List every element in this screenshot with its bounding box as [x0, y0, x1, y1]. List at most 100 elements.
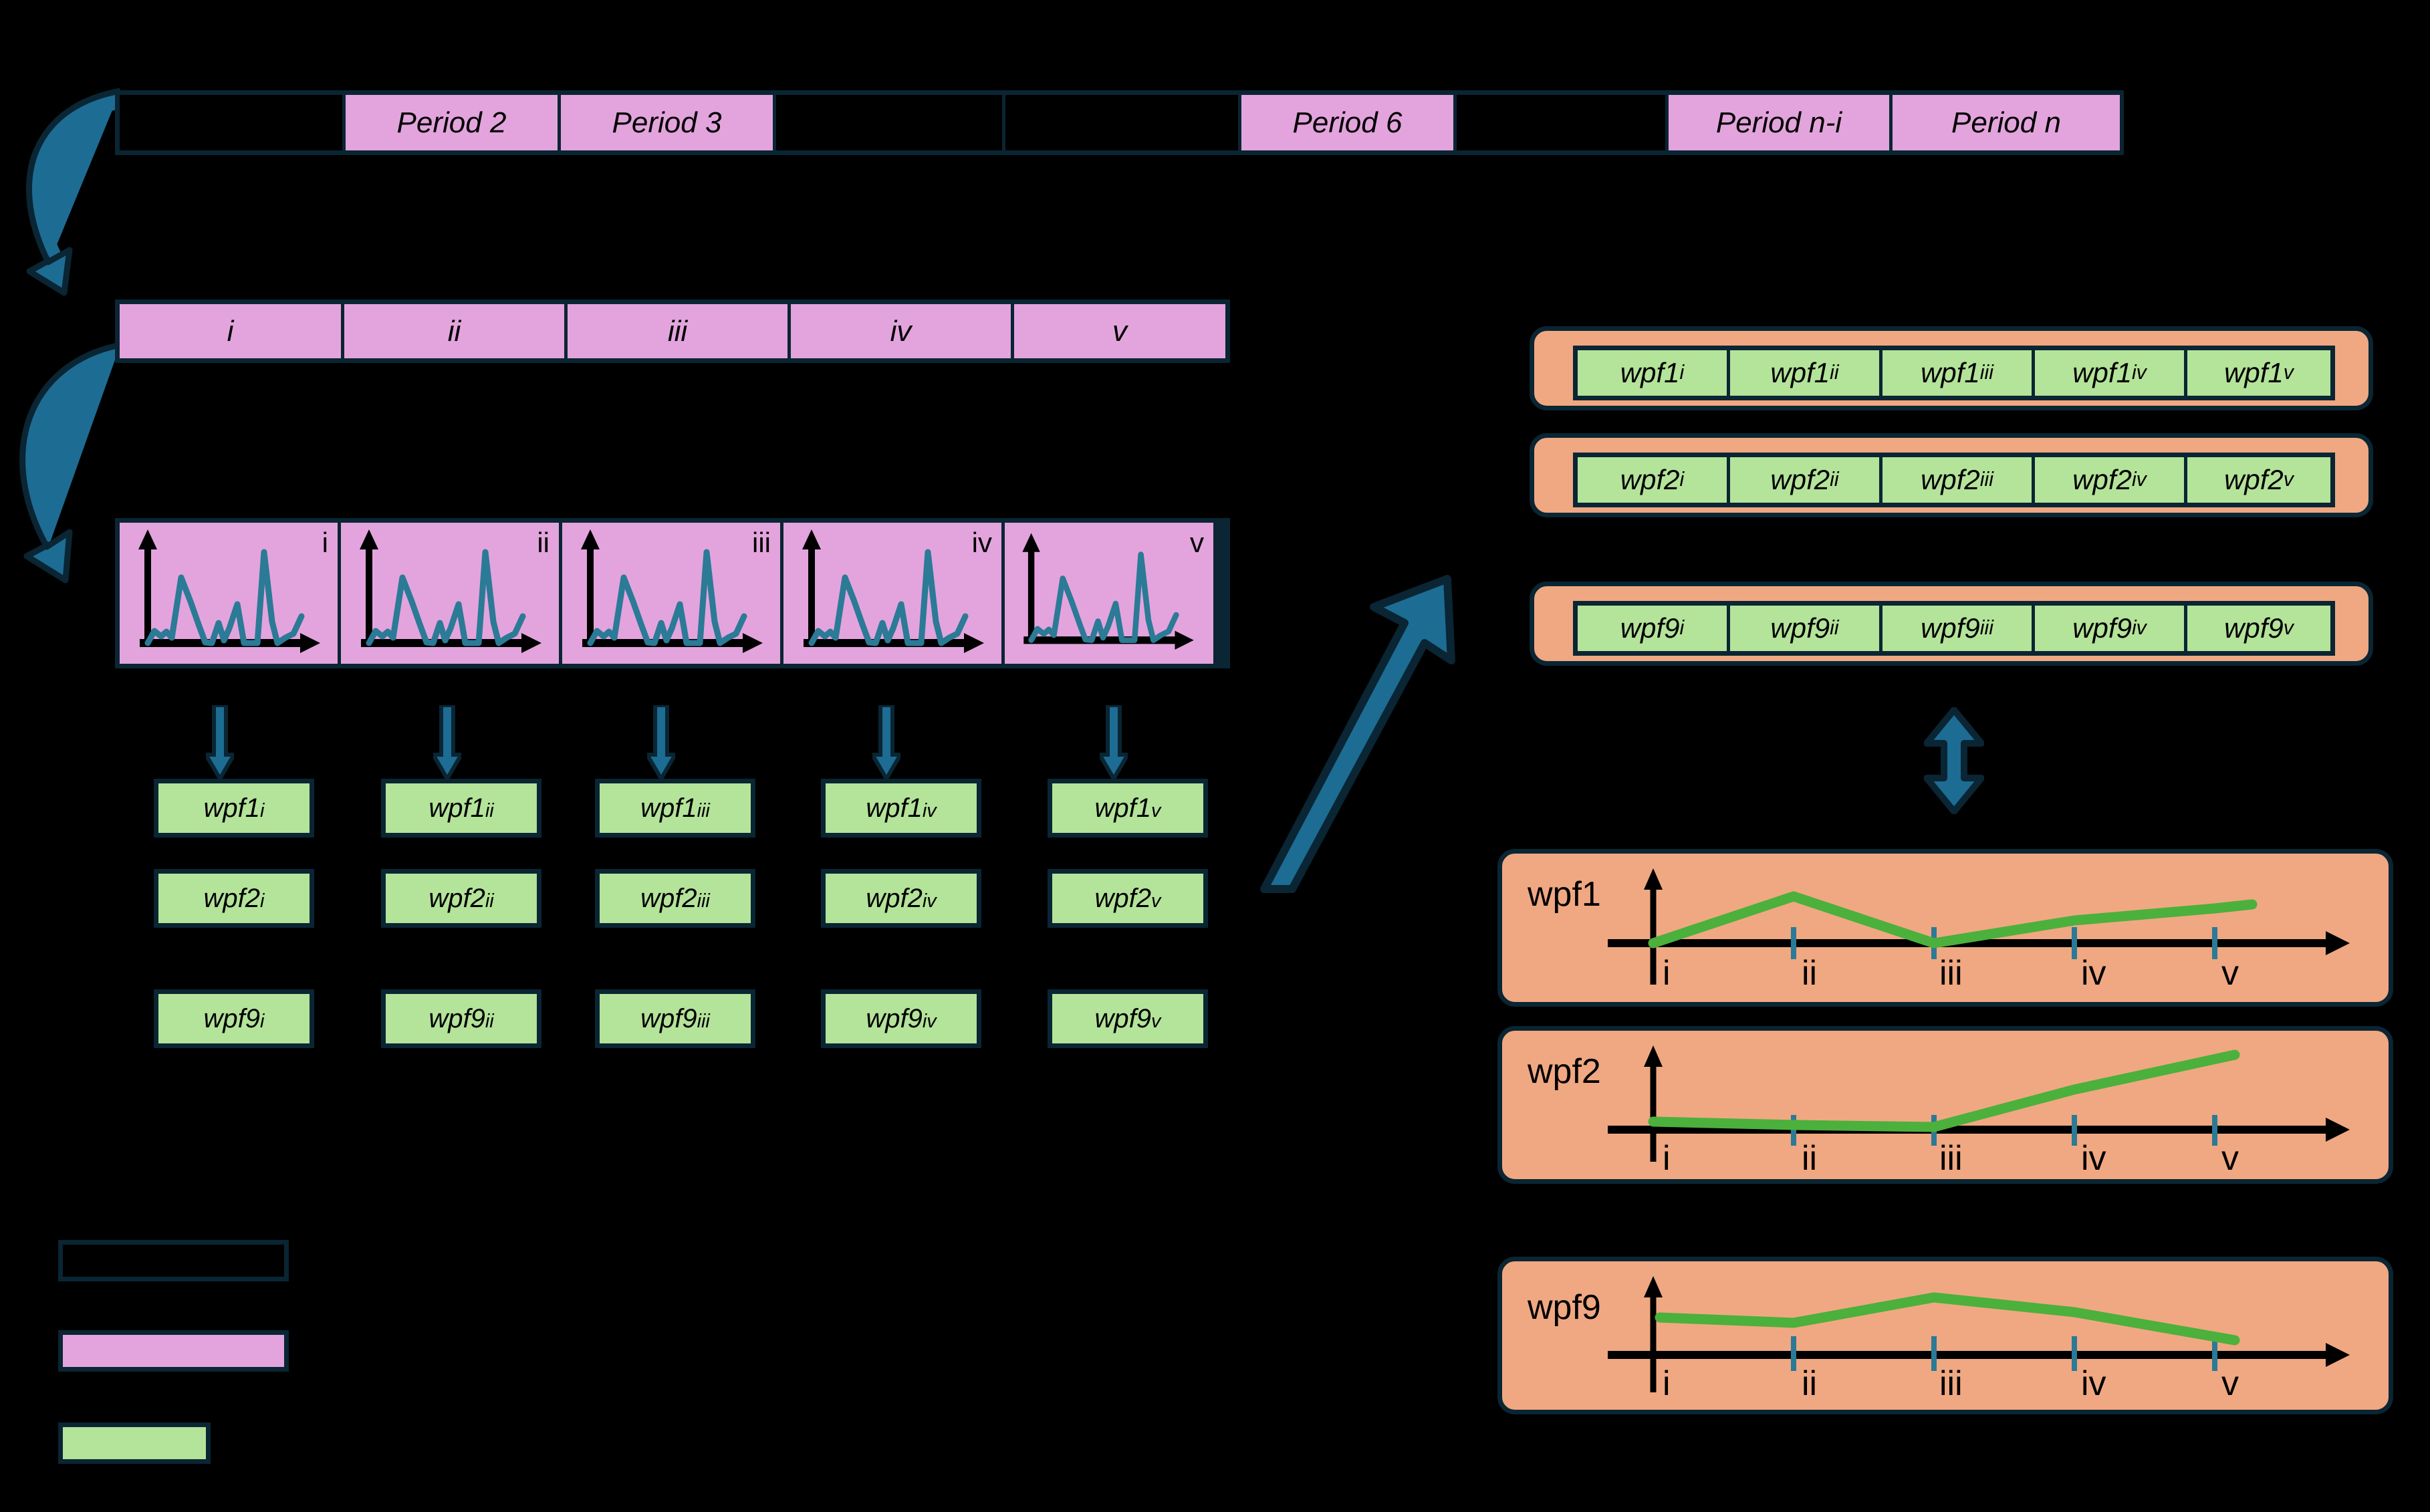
tick-label-ii: ii: [1802, 1139, 1817, 1178]
series-chart-panel-wpf1: wpf1 i ii iii iv v: [1497, 849, 2393, 1007]
chart-title-wpf1: wpf1: [1527, 875, 1601, 914]
series-chart-panel-wpf9: wpf9 i ii iii iv v: [1497, 1257, 2393, 1414]
wpf-box-wpf9-v[interactable]: wpf9v: [1048, 989, 1208, 1048]
period-timeline: Period 2 Period 3 Period 6 Period n-i Pe…: [115, 90, 2124, 155]
chart-title-wpf9: wpf9: [1527, 1288, 1601, 1327]
subperiod-cell-v[interactable]: v: [1014, 304, 1225, 358]
period-cell[interactable]: Period n-i: [1669, 95, 1893, 150]
signal-panel-label: ii: [537, 527, 550, 558]
wpf-box-wpf1-iv[interactable]: wpf1iv: [821, 779, 981, 838]
wpf-box-wpf9-i[interactable]: wpf9i: [154, 989, 314, 1048]
signal-plot: [1022, 533, 1194, 650]
signal-plot: [581, 529, 763, 653]
tick-label-ii: ii: [1802, 954, 1817, 993]
subperiod-cell-ii[interactable]: ii: [344, 304, 568, 358]
tick-label-i: i: [1663, 1364, 1671, 1403]
wpf-box-wpf2-v[interactable]: wpf2v: [1048, 869, 1208, 928]
down-arrow-iii: [647, 705, 675, 779]
wpf-box-wpf9-iv[interactable]: wpf9iv: [821, 989, 981, 1048]
wpf-box-label: wpf1ii: [429, 793, 494, 823]
signal-plot: [138, 529, 320, 653]
wpf-box-wpf1-iii[interactable]: wpf1iii: [595, 779, 755, 838]
wpf-box-wpf1-i[interactable]: wpf1i: [154, 779, 314, 838]
signal-plot: [360, 529, 541, 653]
period-cell[interactable]: [1457, 95, 1669, 150]
period-cell[interactable]: [776, 95, 1005, 150]
subperiod-cell-i[interactable]: i: [120, 304, 344, 358]
wpf-box-wpf2-i[interactable]: wpf2i: [154, 869, 314, 928]
signal-plot: [802, 529, 984, 653]
tick-label-i: i: [1663, 1139, 1671, 1178]
wpf-box-wpf2-ii[interactable]: wpf2ii: [381, 869, 541, 928]
tick-label-iii: iii: [1939, 954, 1963, 993]
signal-panel-label: iv: [971, 527, 992, 558]
tick-label-ii: ii: [1802, 1364, 1817, 1403]
period-cell[interactable]: [1005, 95, 1241, 150]
signal-panel-ii[interactable]: ii: [341, 523, 562, 664]
tick-label-v: v: [2221, 1364, 2239, 1403]
wpf-box-wpf9-iii[interactable]: wpf9iii: [595, 989, 755, 1048]
down-arrow-i: [206, 705, 234, 779]
wpf-box-label: wpf2v: [1094, 883, 1161, 913]
subperiod-cell-iv[interactable]: iv: [791, 304, 1014, 358]
signal-panel-iii[interactable]: iii: [562, 523, 783, 664]
wpf-box-wpf1-v[interactable]: wpf1v: [1048, 779, 1208, 838]
wpf-box-label: wpf1iv: [866, 793, 937, 823]
signal-panel-iv[interactable]: iv: [783, 523, 1005, 664]
period-cell[interactable]: Period 2: [346, 95, 561, 150]
wpf-box-label: wpf9ii: [429, 1003, 494, 1033]
wpf-box-wpf2-iii[interactable]: wpf2iii: [595, 869, 755, 928]
wpf-box-label: wpf9iii: [640, 1003, 710, 1033]
subperiod-cell-iii[interactable]: iii: [568, 304, 791, 358]
series-chart-wpf2: wpf2 i ii iii iv v: [1527, 1045, 2350, 1178]
chart-title-wpf2: wpf2: [1527, 1052, 1601, 1091]
signal-panel-label: iii: [752, 527, 771, 558]
period-cell[interactable]: Period n: [1893, 95, 2120, 150]
wpf-box-label: wpf2ii: [429, 883, 494, 913]
wpf-box-label: wpf9iv: [866, 1003, 937, 1033]
legend-swatch-feature: [58, 1422, 211, 1464]
signal-panel-v[interactable]: v: [1005, 523, 1213, 664]
wpf-box-wpf9-ii[interactable]: wpf9ii: [381, 989, 541, 1048]
tick-label-i: i: [1663, 954, 1671, 993]
series-chart-wpf1: wpf1 i ii iii iv v: [1527, 868, 2350, 993]
period-cell[interactable]: Period 6: [1241, 95, 1457, 150]
period-cell[interactable]: Period 3: [561, 95, 776, 150]
wpf-box-label: wpf1i: [203, 793, 265, 823]
wpf-box-label: wpf1iii: [640, 793, 710, 823]
wpf-box-wpf2-iv[interactable]: wpf2iv: [821, 869, 981, 928]
subperiod-timeline: i ii iii iv v: [115, 299, 1230, 363]
curved-arrow-subperiod-to-signals: [19, 342, 121, 584]
series-chart-panel-wpf2: wpf2 i ii iii iv v: [1497, 1026, 2393, 1184]
signal-panel-i[interactable]: i: [120, 523, 341, 664]
tick-label-iv: iv: [2081, 1364, 2106, 1403]
signal-panel-row: i ii iii iv: [115, 518, 1230, 668]
wpf-box-label: wpf2iii: [640, 883, 710, 913]
tick-label-iv: iv: [2081, 1139, 2106, 1178]
wpf-box-wpf1-ii[interactable]: wpf1ii: [381, 779, 541, 838]
period-cell[interactable]: [120, 95, 346, 150]
down-arrow-ii: [433, 705, 461, 779]
series-chart-wpf9: wpf9 i ii iii iv v: [1527, 1276, 2350, 1403]
curved-arrow-period-to-subperiod: [25, 88, 122, 296]
